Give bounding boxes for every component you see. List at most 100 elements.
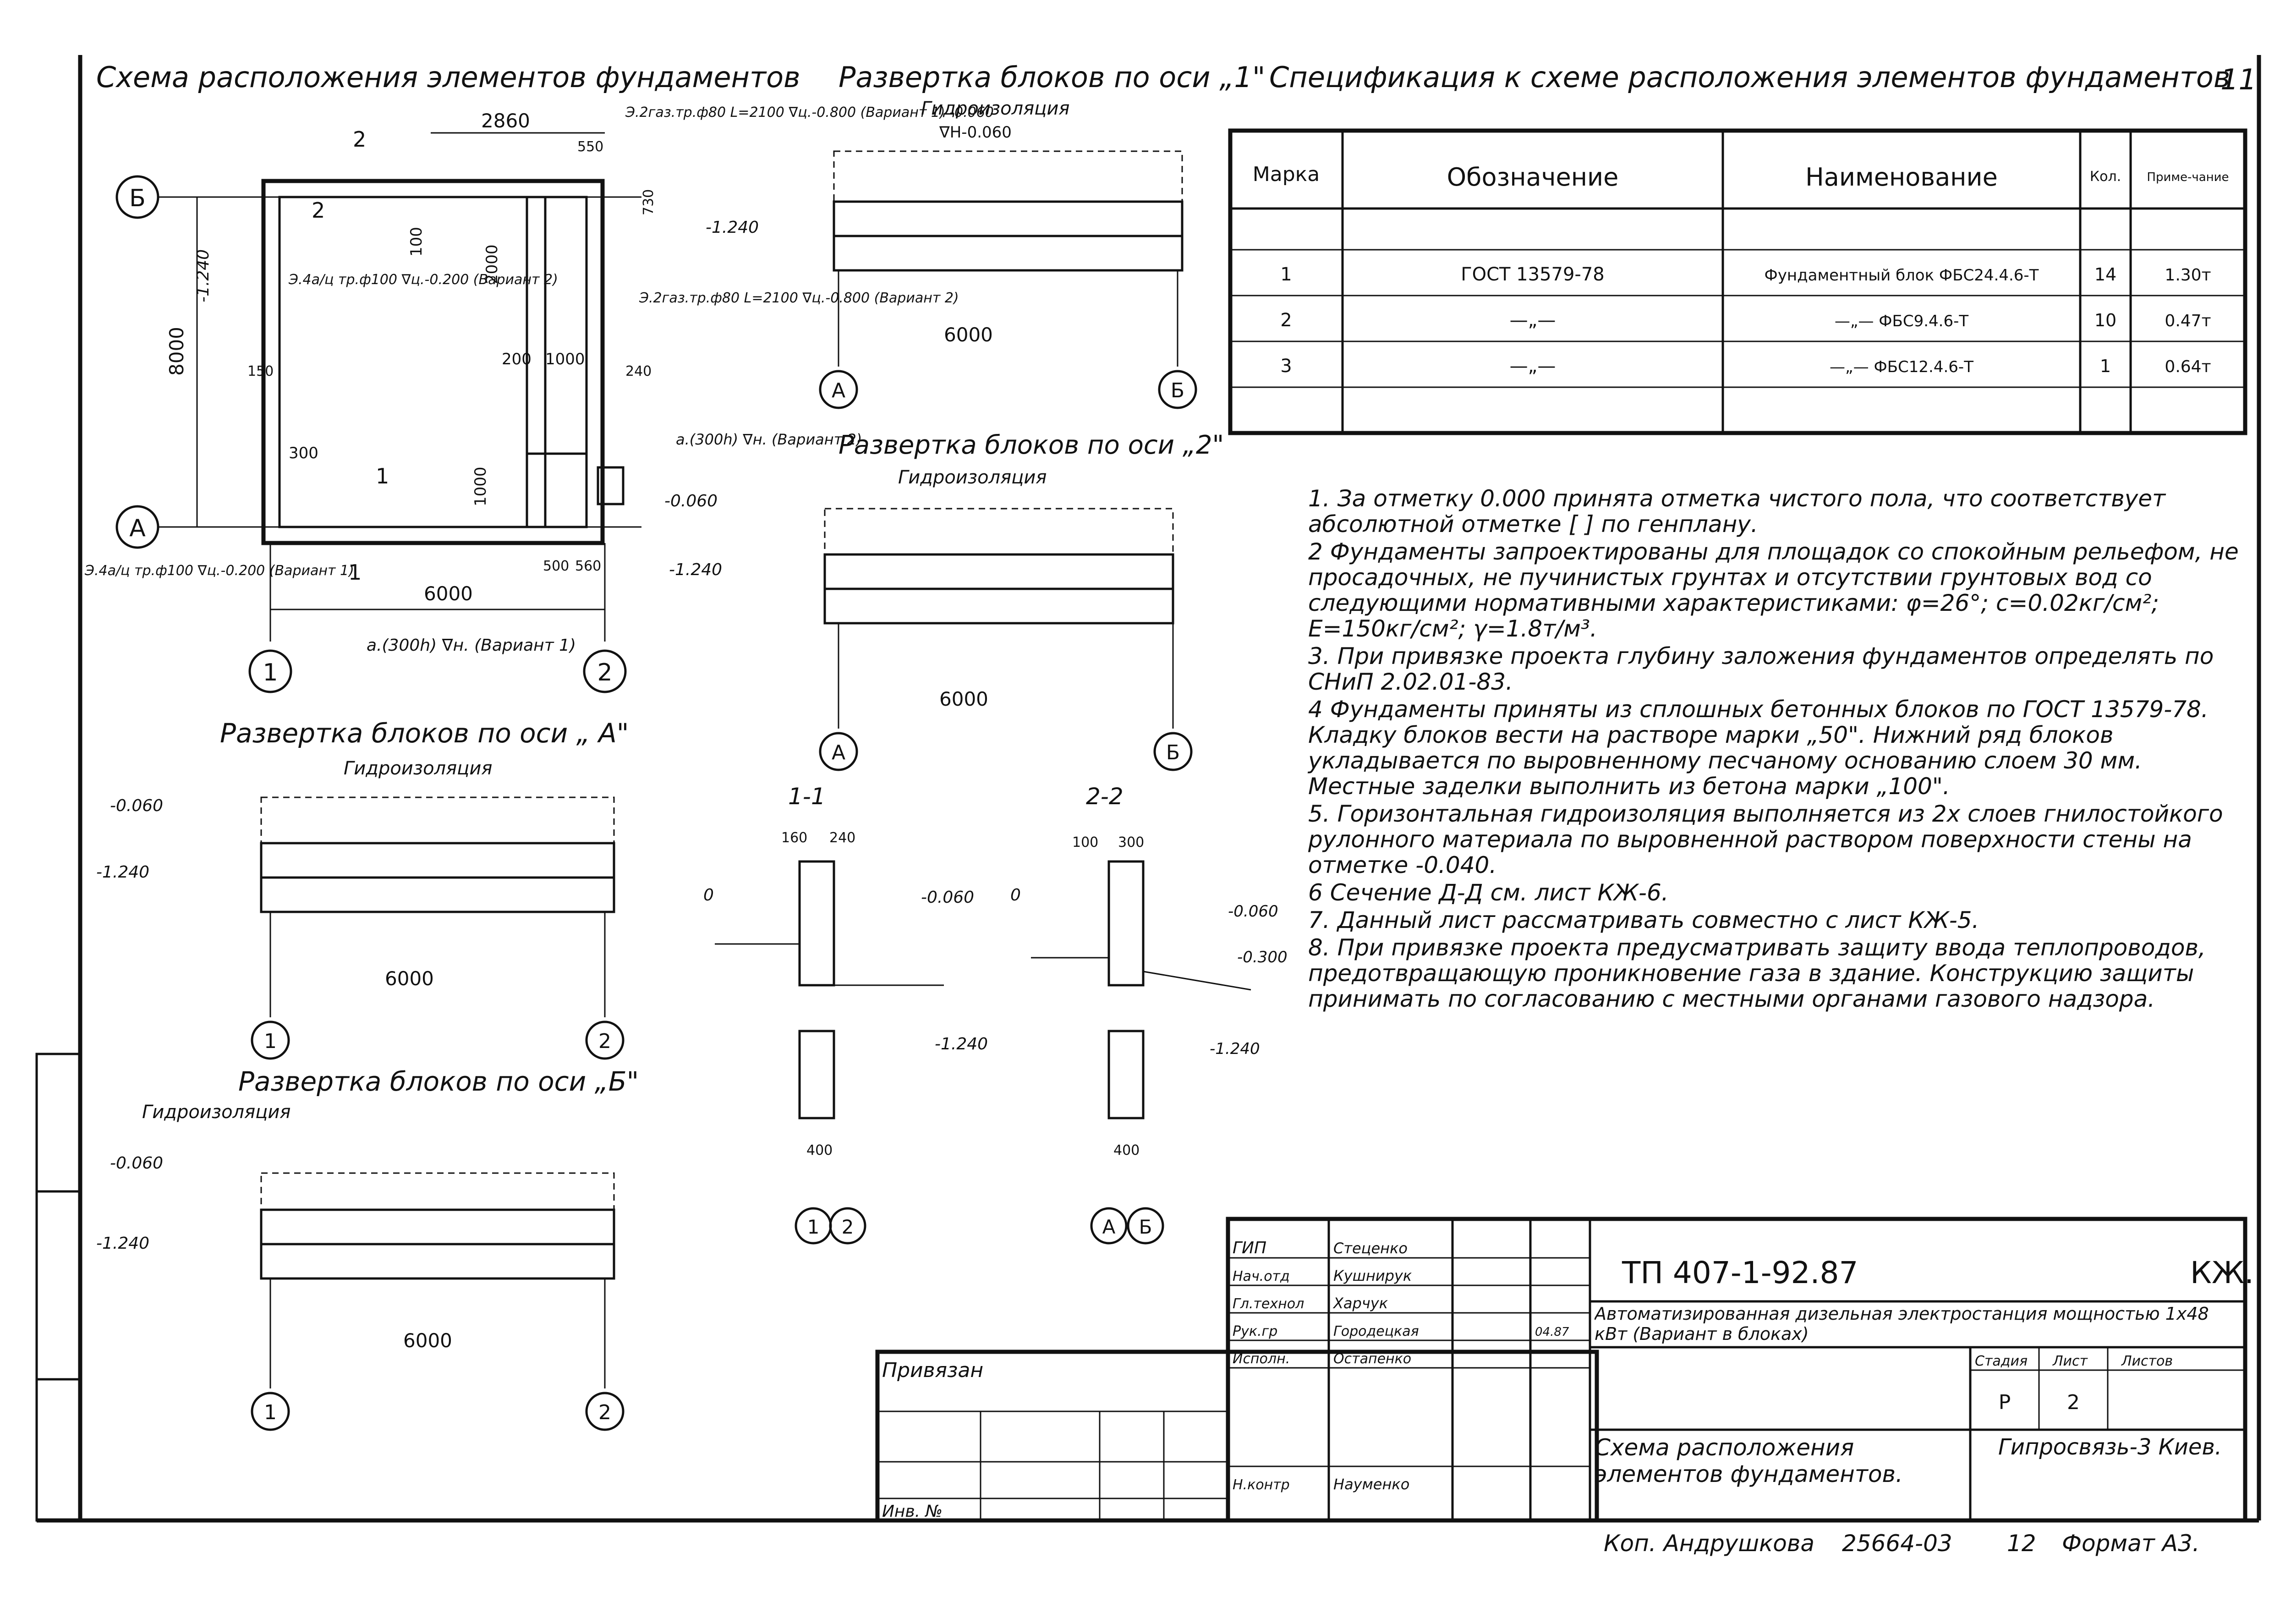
axis-bubble-1 (248, 649, 292, 693)
plan-mark-1240: -1.240 (194, 249, 213, 302)
spec-table: Марка Обозначение Наименование Кол. Прим… (1228, 128, 2247, 435)
plan-callout-a300-var2: а.(300h) ∇н. (Вариант 2) (676, 431, 862, 448)
section-cut-2: 2 (353, 127, 366, 152)
spec-row-2-name: —„— ФБС9.4.6-Т (1835, 312, 1969, 330)
note-7: 7. Данный лист рассматривать совместно с… (1308, 907, 1979, 933)
role-ispoln: Исполн. (1233, 1351, 1290, 1367)
section-1-mark-0: 0 (703, 886, 714, 905)
spec-row-3-name: —„— ФБС12.4.6-Т (1830, 358, 1973, 376)
section-1-dim-240: 240 (829, 830, 855, 846)
sheet-no-value: 2 (2067, 1391, 2080, 1414)
title-block-inv: Инв. № (882, 1502, 943, 1521)
footer-copy: Коп. Андрушкова (1604, 1530, 1814, 1557)
unfold-a-mark-0060: -0.060 (110, 796, 163, 815)
sheet-label: Лист (2052, 1353, 2088, 1369)
unfold-1-axis-bubble-b (1158, 370, 1197, 409)
unfold-1-hydro-label: Гидроизоляция (921, 98, 1069, 119)
sheet-title: Схема расположения элементов фундаментов… (1595, 1434, 1903, 1487)
role-n-kontr: Н.контр (1233, 1477, 1290, 1493)
plan-dim-500: 500 (543, 558, 569, 574)
note-3: 3. При привязке проекта глубину заложени… (1308, 643, 2214, 695)
section-1-1: 1-1 0 -0.060 -1.240 160 240 400 1 2 (703, 783, 988, 1245)
role-ruk-gr: Рук.гр (1233, 1323, 1277, 1339)
plan-dim-730: 730 (641, 189, 657, 215)
unfold-axis-a: Развертка блоков по оси „ А" Гидроизоляц… (96, 718, 629, 1060)
plan-dim-2000: 2000 (483, 244, 501, 284)
axis-label-b: Б (129, 185, 146, 212)
unfold-axis-2-title: Развертка блоков по оси „2" (839, 430, 1224, 460)
unfold-2-hydro-label: Гидроизоляция (898, 467, 1047, 488)
unfold-axis-b-title: Развертка блоков по оси „Б" (238, 1066, 639, 1097)
sheet-marker: 11 (2220, 63, 2257, 96)
axis-bubble-2 (583, 649, 627, 693)
unfold-a-axis-2: 2 (598, 1030, 611, 1053)
plan-callout-2gaz-var1: Э.2газ.тр.ф80 L=2100 ∇ц.-0.800 (Вариант … (625, 104, 994, 121)
name-gorodetskaya: Городецкая (1333, 1323, 1419, 1339)
note-1: 1. За отметку 0.000 принята отметка чист… (1308, 485, 2166, 538)
spec-row-1-note: 1.30т (2165, 266, 2211, 285)
unfold-2-axis-bubble-b (1153, 732, 1193, 771)
unfold-a-above-grade (260, 796, 615, 844)
section-2-mark-0300: -0.300 (1237, 948, 1288, 966)
section-cut-1: 1 (376, 464, 389, 488)
unfold-b-mark-0060: -0.060 (110, 1154, 163, 1173)
plan-dim-1000: 1000 (545, 350, 585, 368)
plan-dim-300: 300 (289, 444, 318, 462)
unfold-2-axis-b: Б (1166, 741, 1180, 764)
section-2-axis-bubble-a (1090, 1207, 1128, 1245)
section-2-dim-300: 300 (1118, 834, 1144, 850)
title-block-kind: КЖ. (2190, 1255, 2254, 1290)
plan-dim-6000: 6000 (424, 582, 473, 605)
section-2-ground (1143, 971, 1251, 991)
unfold-axis-1: Гидроизоляция ∇Н-0.060 -1.240 6000 А Б (706, 98, 1197, 409)
spec-row-3-qty: 1 (2100, 356, 2111, 376)
section-1-mark-1240: -1.240 (935, 1035, 988, 1053)
unfold-a-dim-6000: 6000 (385, 967, 434, 990)
title-block-code: ТП 407-1-92.87 (1622, 1255, 1858, 1290)
spec-header-qty: Кол. (2090, 169, 2121, 185)
spec-row-2-qty: 10 (2094, 310, 2116, 330)
unfold-a-hydro-label: Гидроизоляция (344, 758, 492, 779)
unfold-axis-2: Развертка блоков по оси „2" Гидроизоляци… (664, 430, 1224, 771)
spec-header-note: Приме-чание (2147, 170, 2229, 184)
note-6: 6 Сечение Д-Д см. лист КЖ-6. (1308, 879, 1669, 906)
note-2: 2 Фундаменты запроектированы для площадо… (1308, 538, 2239, 642)
name-ostapenko: Остапенко (1333, 1351, 1411, 1367)
spec-row-2-designation: —„— (1510, 310, 1556, 331)
axis-label-1: 1 (263, 659, 278, 686)
unfold-b-hydro-label: Гидроизоляция (142, 1102, 290, 1123)
unfold-axis-1-title: Развертка блоков по оси „1" (839, 60, 1265, 94)
unfold-1-axis-b: Б (1171, 379, 1184, 402)
unfold-b-mark-1240: -1.240 (96, 1234, 149, 1253)
plan-dim-550: 550 (577, 139, 603, 155)
section-2-axis-a: А (1102, 1216, 1116, 1238)
section-cut-1b: 1 (348, 560, 362, 585)
spec-header-mark: Марка (1253, 163, 1320, 186)
project-name: Автоматизированная дизельная электростан… (1595, 1304, 2209, 1344)
project-name-box: Автоматизированная дизельная электростан… (1595, 1304, 2209, 1344)
unfold-2-mark-1240: -1.240 (669, 560, 722, 579)
axis-bubble-a (115, 505, 159, 549)
section-1-wall (798, 860, 835, 987)
section-1-axis-2: 2 (842, 1216, 854, 1238)
org-name: Гипросвязь-3 Киев. (1998, 1434, 2222, 1460)
foundation-plan: Б А 1 2 8000 6000 2860 100 2000 1000 200… (84, 104, 994, 693)
unfold-b-axis-bubble-2 (585, 1392, 625, 1431)
bound-block (875, 1350, 1599, 1523)
title-block-date: 04.87 (1535, 1325, 1569, 1339)
margin-stamp-strip (35, 1053, 82, 1522)
section-1-dim-400: 400 (806, 1142, 833, 1158)
unfold-1-above-grade (833, 150, 1183, 203)
section-2-mark-0: 0 (1010, 886, 1021, 905)
section-1-axis-1: 1 (807, 1216, 820, 1238)
general-notes: 1. За отметку 0.000 принята отметка чист… (1308, 486, 2247, 1014)
spec-row-2-note: 0.47т (2165, 312, 2211, 330)
spec-row-3-note: 0.64т (2165, 357, 2211, 376)
spec-header-designation: Обозначение (1447, 163, 1619, 192)
unfold-b-axis-bubble-1 (251, 1392, 290, 1431)
spec-table-border (1228, 128, 2247, 435)
role-gl-tehnol: Гл.технол (1233, 1296, 1304, 1312)
unfold-1-axis-bubble-a (819, 370, 858, 409)
unfold-a-axis-bubble-1 (251, 1020, 290, 1060)
